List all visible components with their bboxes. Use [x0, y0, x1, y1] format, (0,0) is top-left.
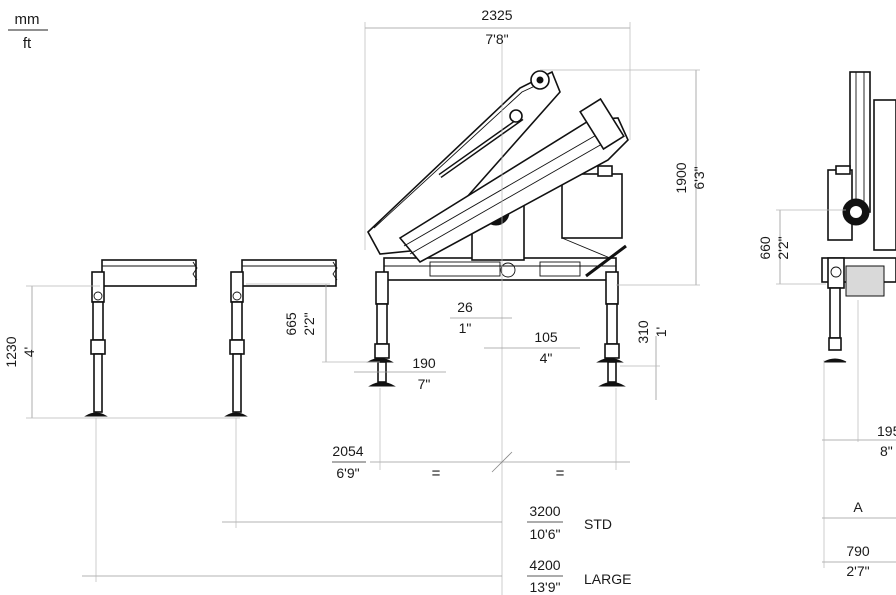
dim-leg-1230: 1230 4' — [3, 336, 37, 367]
svg-text:310: 310 — [635, 320, 651, 344]
svg-text:7": 7" — [418, 376, 431, 392]
svg-text:2'7": 2'7" — [846, 563, 869, 579]
svg-text:2054: 2054 — [332, 443, 363, 459]
units-legend: mm ft — [8, 11, 48, 52]
svg-text:195: 195 — [877, 423, 896, 439]
svg-text:1': 1' — [653, 327, 669, 337]
svg-text:4': 4' — [21, 347, 37, 357]
svg-text:190: 190 — [412, 355, 436, 371]
unit-ft: ft — [23, 35, 32, 52]
svg-text:2'2": 2'2" — [301, 312, 317, 335]
svg-text:6'3": 6'3" — [691, 166, 707, 189]
outrigger-leg-large — [84, 259, 198, 417]
svg-text:1900: 1900 — [673, 162, 689, 193]
dimension-labels: 2325 7'8" 1900 6'3" 1230 4' 665 2'2" 26 … — [3, 7, 896, 595]
dim-total-width: 2325 7'8" — [481, 7, 512, 47]
crane-main-view — [366, 70, 629, 387]
svg-text:2325: 2325 — [481, 7, 512, 23]
unit-mm: mm — [15, 11, 40, 28]
svg-text:3200: 3200 — [529, 503, 560, 519]
svg-text:2'2": 2'2" — [775, 236, 791, 259]
dimension-lines — [26, 22, 896, 595]
dim-side-195: 195 8" — [877, 423, 896, 459]
svg-text:4200: 4200 — [529, 557, 560, 573]
svg-text:LARGE: LARGE — [584, 571, 631, 587]
svg-text:1": 1" — [459, 320, 472, 336]
dim-span-large: 4200 13'9" LARGE — [527, 557, 631, 595]
dim-side-660: 660 2'2" — [757, 236, 791, 260]
svg-text:1230: 1230 — [3, 336, 19, 367]
dim-side-a: A — [853, 499, 863, 515]
svg-text:665: 665 — [283, 312, 299, 336]
svg-text:660: 660 — [757, 236, 773, 260]
equal-sign-left: = — [432, 465, 441, 482]
svg-text:8": 8" — [880, 443, 893, 459]
svg-text:105: 105 — [534, 329, 558, 345]
dim-span-std: 3200 10'6" STD — [527, 503, 612, 542]
equal-sign-right: = — [556, 465, 565, 482]
svg-text:790: 790 — [846, 543, 870, 559]
dim-105: 105 4" — [534, 329, 558, 366]
svg-text:7'8": 7'8" — [485, 31, 508, 47]
dim-side-790: 790 2'7" — [846, 543, 870, 579]
dim-26: 26 1" — [457, 299, 473, 336]
dim-height: 1900 6'3" — [673, 162, 707, 193]
svg-text:6'9": 6'9" — [336, 465, 359, 481]
outrigger-leg-std — [224, 259, 338, 417]
svg-text:A: A — [853, 499, 863, 515]
dim-2054: 2054 6'9" = = — [332, 443, 565, 482]
svg-text:26: 26 — [457, 299, 473, 315]
crane-side-view — [821, 71, 896, 363]
svg-text:13'9": 13'9" — [529, 579, 560, 595]
dim-665: 665 2'2" — [283, 312, 317, 336]
svg-text:10'6": 10'6" — [529, 526, 560, 542]
svg-text:STD: STD — [584, 516, 612, 532]
dim-310: 310 1' — [635, 320, 669, 344]
dim-190: 190 7" — [412, 355, 436, 392]
svg-text:4": 4" — [540, 350, 553, 366]
